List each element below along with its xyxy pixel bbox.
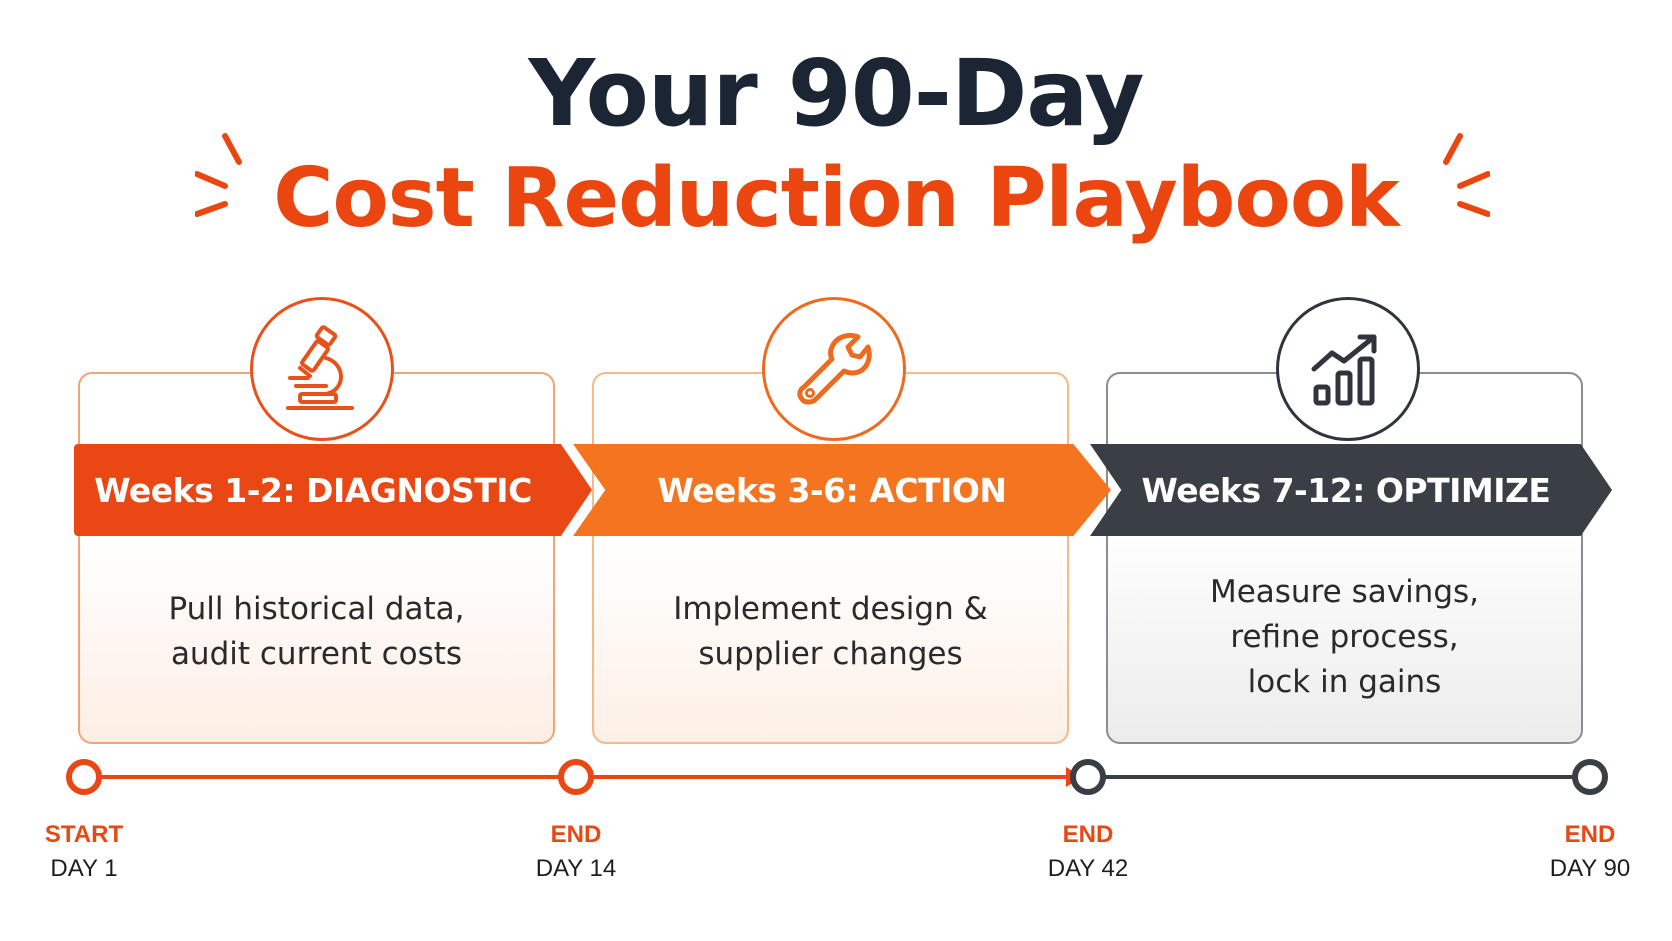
milestone-label-day-90: END DAY 90: [1510, 818, 1670, 886]
title-line-1: Your 90-Day: [528, 40, 1144, 147]
description-line: lock in gains: [1247, 664, 1442, 700]
growth-chart-icon: [1311, 334, 1377, 406]
phase-banner-action: Weeks 3-6: ACTION: [573, 444, 1111, 536]
description-line: audit current costs: [170, 636, 463, 672]
title-line-2: Cost Reduction Playbook: [273, 151, 1399, 246]
milestone-label-day-14: END DAY 14: [496, 818, 656, 886]
milestone-tag: END: [550, 821, 602, 848]
milestone-dot-day-90: [1572, 759, 1608, 795]
phase-banner-optimize: Weeks 7-12: OPTIMIZE: [1090, 444, 1612, 536]
phase-icon-circle-diagnostic: [250, 297, 394, 441]
milestone-day: DAY 42: [1047, 855, 1129, 882]
phase-description-diagnostic: Pull historical data, audit current cost…: [78, 587, 555, 677]
phase-description-action: Implement design & supplier changes: [592, 587, 1069, 677]
phase-icon-circle-optimize: [1276, 297, 1420, 441]
milestone-tag: START: [44, 821, 124, 848]
burst-left-icon: [195, 133, 242, 217]
milestone-tag: END: [1564, 821, 1616, 848]
phase-banner-diagnostic: Weeks 1-2: DIAGNOSTIC: [74, 444, 592, 536]
milestone-label-day-42: END DAY 42: [1008, 818, 1168, 886]
milestone-day: DAY 14: [535, 855, 617, 882]
wrench-icon: [797, 332, 872, 405]
milestone-dot-day-42: [1070, 759, 1106, 795]
milestone-tag: END: [1062, 821, 1114, 848]
phase-label-optimize: Weeks 7-12: OPTIMIZE: [1141, 470, 1551, 510]
description-line: Pull historical data,: [168, 591, 465, 627]
milestone-label-start: START DAY 1: [4, 818, 164, 886]
milestone-dot-day-14: [558, 759, 594, 795]
milestone-dot-start: [66, 759, 102, 795]
timeline-segment-dark: [1086, 775, 1586, 779]
phase-label-action: Weeks 3-6: ACTION: [657, 470, 1007, 510]
burst-right-icon: [1443, 133, 1490, 217]
description-line: supplier changes: [698, 636, 963, 672]
phase-icon-circle-action: [762, 297, 906, 441]
milestone-day: DAY 1: [50, 855, 118, 882]
description-line: Implement design &: [673, 591, 988, 627]
phase-label-diagnostic: Weeks 1-2: DIAGNOSTIC: [94, 470, 532, 510]
description-line: refine process,: [1230, 619, 1459, 655]
milestone-day: DAY 90: [1549, 855, 1631, 882]
description-line: Measure savings,: [1209, 574, 1480, 610]
phase-description-optimize: Measure savings, refine process, lock in…: [1106, 570, 1583, 705]
microscope-icon: [286, 325, 354, 410]
